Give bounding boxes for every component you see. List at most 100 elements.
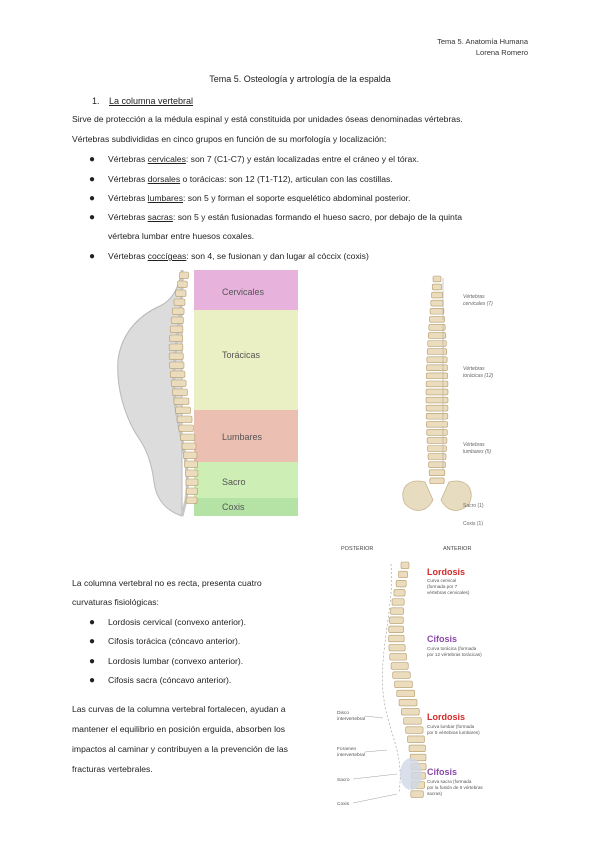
spine-curvatures-figure: POSTERIOR ANTERIOR Lordosis Curva cervic…: [337, 546, 483, 807]
vertebra: [430, 299, 444, 307]
vertebra: [180, 433, 196, 441]
region-label-coccyx: Coxis: [222, 502, 245, 512]
vertebra: [389, 653, 407, 661]
list-item: ●Lordosis lumbar (convexo anterior).: [89, 656, 244, 667]
list-item: ●Lordosis cervical (convexo anterior).: [89, 617, 247, 628]
function-line-3: impactos al caminar y contribuyen a la p…: [72, 744, 288, 754]
vertebra: [408, 744, 426, 752]
vertebra: [170, 379, 187, 387]
vertebra: [429, 316, 445, 323]
label-sacrum: Sacro: [337, 777, 350, 783]
label-disc: intervertebral: [337, 716, 365, 722]
region-label-cervical: Cervicales: [222, 287, 265, 297]
curve-desc: sacras): [427, 791, 443, 796]
vertebra: [388, 644, 406, 652]
vertebra: [169, 325, 184, 333]
header-author: Lorena Romero: [475, 48, 528, 57]
vertebra: [185, 487, 198, 495]
curve-desc: Curva torácica (formada: [427, 646, 477, 651]
vertebra: [169, 361, 185, 369]
vertebral-column: [388, 561, 427, 798]
page-title: Tema 5. Osteología y artrología de la es…: [209, 74, 391, 84]
vertebra: [425, 396, 449, 404]
vertebra: [181, 442, 197, 450]
curve-label-thoracic: Cifosis: [427, 634, 457, 644]
label-lumbar-2: lumbares (5): [463, 449, 491, 455]
posterior-label: POSTERIOR: [341, 546, 373, 552]
region-label-lumbar: Lumbares: [222, 432, 263, 442]
vertebra: [398, 699, 418, 707]
vertebra: [428, 461, 446, 468]
vertebra: [396, 689, 416, 698]
section-title: La columna vertebral: [109, 96, 194, 106]
vertebra: [426, 364, 448, 371]
vertebra: [427, 453, 447, 460]
curve-desc: (formada por 7: [427, 584, 458, 589]
list-item: ●Cifosis sacra (cóncavo anterior).: [89, 675, 232, 686]
vertebra: [410, 790, 424, 798]
vertebra: [175, 406, 191, 414]
vertebra: [169, 370, 186, 378]
label-coccyx: Coxis: [337, 801, 350, 807]
vertebra: [428, 469, 446, 476]
vertebra: [179, 271, 189, 279]
label-disc: Disco: [337, 710, 349, 716]
vertebra: [173, 298, 186, 306]
anterior-label: ANTERIOR: [443, 546, 471, 552]
vertebra: [173, 397, 190, 405]
label-foramen: intervertebral: [337, 752, 365, 758]
region-cervical: [194, 270, 298, 310]
region-coccyx: [194, 498, 298, 516]
label-thoracic-1: Vértebras: [463, 366, 485, 372]
curve-label-sacral: Cifosis: [427, 767, 457, 777]
vertebra: [427, 445, 447, 452]
vertebra: [392, 671, 411, 679]
vertebra: [425, 388, 449, 396]
curve-desc: por la fusión de 5 vértebras: [427, 785, 483, 790]
intro-paragraph: Sirve de protección a la médula espinal …: [72, 114, 463, 124]
vertebra: [431, 291, 443, 299]
vertebral-column: [425, 275, 449, 485]
curve-desc: Curva cervical: [427, 578, 456, 583]
vertebra: [389, 616, 404, 624]
list-item: ●Vértebras lumbares: son 5 y forman el s…: [89, 193, 411, 204]
vertebra: [407, 735, 425, 743]
vertebra: [428, 324, 446, 331]
region-lumbar: [194, 410, 298, 462]
vertebra: [183, 451, 198, 459]
vertebra: [395, 580, 407, 588]
vertebra: [426, 356, 448, 363]
vertebra: [168, 352, 184, 360]
label-cervical-1: Vértebras: [463, 294, 485, 300]
curvatures-intro-1: La columna vertebral no es recta, presen…: [72, 578, 262, 588]
vertebra: [388, 634, 405, 643]
function-line-2: mantener el equilibrio en posición ergui…: [72, 724, 286, 734]
torso-silhouette: [117, 270, 183, 517]
curve-desc: vértebras cervicales): [427, 590, 470, 595]
vertebra: [426, 348, 448, 355]
vertebra: [425, 380, 449, 388]
label-cervical-2: cervicales (7): [463, 301, 493, 307]
curvatures-intro-2: curvaturas fisiológicas:: [72, 597, 159, 607]
vertebra: [391, 598, 405, 606]
region-label-thoracic: Torácicas: [222, 350, 261, 360]
vertebra: [429, 477, 445, 485]
list-item: ●Cifosis torácica (cóncavo anterior).: [89, 636, 241, 647]
vertebra: [185, 478, 199, 486]
vertebra: [184, 460, 198, 468]
vertebra: [427, 340, 447, 347]
vertebra: [400, 561, 410, 569]
region-thoracic: [194, 310, 298, 410]
vertebra: [172, 388, 188, 396]
list-item: ●Vértebras coccígeas: son 4, se fusionan…: [89, 251, 369, 262]
vertebra: [185, 496, 198, 504]
region-sacrum: [194, 462, 298, 498]
function-line-4: fracturas vertebrales.: [72, 764, 153, 774]
vertebra: [394, 680, 413, 688]
vertebra: [390, 662, 409, 670]
vertebra: [403, 717, 422, 725]
vertebra: [431, 283, 443, 291]
spine-anterior-figure: Vértebras cervicales (7) Vértebras torác…: [402, 275, 494, 527]
vertebra: [393, 589, 406, 597]
vertebra: [185, 469, 199, 477]
